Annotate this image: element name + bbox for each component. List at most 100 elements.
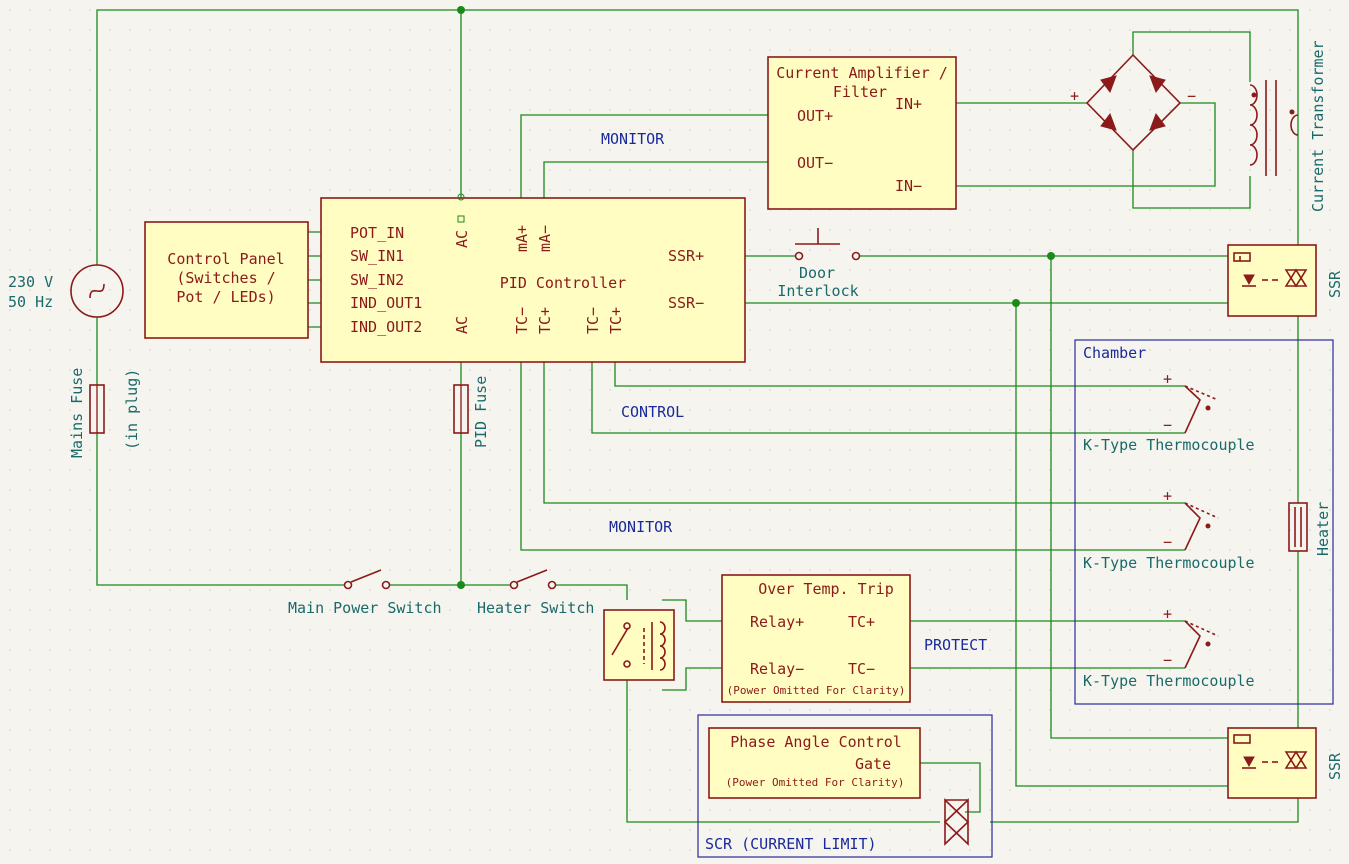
net-label-monitor-1: MONITOR [601, 130, 665, 148]
thermocouple-3[interactable]: + − K-Type Thermocouple [1083, 605, 1255, 690]
diode-icon [1100, 75, 1117, 94]
ssr-top[interactable]: SSR [1227, 244, 1344, 317]
dot-icon [1251, 92, 1257, 98]
ac-source[interactable]: 230 V 50 Hz [8, 264, 124, 318]
pid-pin-ac-top: AC [453, 230, 471, 248]
heater-label: Heater [1314, 502, 1332, 556]
coil-icon [1290, 114, 1299, 136]
mains-fuse-note: (in plug) [123, 369, 141, 450]
control-panel-subtitle-1: (Switches / [176, 269, 275, 287]
led-icon [1243, 274, 1255, 286]
wires [96, 9, 1299, 823]
pid-pin-ssr-minus: SSR− [668, 294, 704, 312]
pid-pin-ac-bottom: AC [453, 316, 471, 334]
phase-angle-note: (Power Omitted For Clarity) [726, 776, 905, 789]
mains-fuse[interactable]: Mains Fuse (in plug) [68, 368, 141, 458]
sine-wave-icon [89, 283, 105, 299]
amplifier-title-2: Filter [833, 83, 887, 101]
amplifier-out-minus: OUT− [797, 154, 833, 172]
over-temp-relay-minus: Relay− [750, 660, 804, 678]
chamber[interactable]: Chamber + − K-Type Thermocouple + − K-Ty… [1074, 339, 1334, 705]
pid-pin-ind-out1: IND_OUT1 [350, 294, 422, 312]
diode-icon [1149, 112, 1166, 131]
junction-dot [457, 581, 465, 589]
ssr-label-bottom: SSR [1326, 752, 1344, 780]
heater-switch[interactable]: Heater Switch [477, 569, 594, 617]
current-transformer[interactable]: Current Transformer [1249, 40, 1327, 212]
bridge-minus: − [1187, 87, 1196, 105]
heater[interactable]: Heater [1288, 502, 1332, 556]
pid-pin-ind-out2: IND_OUT2 [350, 318, 422, 336]
pid-controller[interactable]: PID Controller POT_IN SW_IN1 SW_IN2 IND_… [320, 193, 746, 363]
over-temp-note: (Power Omitted For Clarity) [727, 684, 906, 697]
net-label-monitor-2: MONITOR [609, 518, 673, 536]
over-temp-trip[interactable]: Over Temp. Trip Relay+ Relay− TC+ TC− (P… [721, 574, 911, 703]
door-interlock[interactable]: Door Interlock [777, 228, 861, 300]
over-temp-title: Over Temp. Trip [758, 580, 893, 598]
pid-pin-ma-minus: mA− [536, 225, 554, 252]
junction-dot [457, 6, 465, 14]
current-amplifier[interactable]: Current Amplifier / Filter OUT+ OUT− IN+… [767, 56, 957, 210]
ssr-label-top: SSR [1326, 270, 1344, 298]
pid-pin-pot-in: POT_IN [350, 224, 404, 242]
pid-pin-tc-minus-1: TC− [513, 307, 531, 334]
amplifier-title-1: Current Amplifier / [776, 64, 948, 82]
tc1-label: K-Type Thermocouple [1083, 436, 1255, 454]
source-voltage: 230 V [8, 273, 53, 291]
over-temp-tc-minus: TC− [848, 660, 875, 678]
main-power-switch-label: Main Power Switch [288, 599, 442, 617]
door-label-2: Interlock [777, 282, 858, 300]
thermocouple-1[interactable]: + − K-Type Thermocouple [1083, 370, 1255, 454]
heater-switch-label: Heater Switch [477, 599, 594, 617]
amplifier-in-minus: IN− [895, 177, 922, 195]
control-panel-title: Control Panel [167, 250, 284, 268]
tc3-label: K-Type Thermocouple [1083, 672, 1255, 690]
pid-pin-sw-in1: SW_IN1 [350, 247, 404, 265]
tc2-plus: + [1163, 487, 1172, 505]
pin-marker [457, 193, 465, 201]
pid-title: PID Controller [500, 274, 626, 292]
net-label-control: CONTROL [621, 403, 684, 421]
door-label-1: Door [799, 264, 835, 282]
pid-fuse[interactable]: PID Fuse [453, 376, 490, 448]
thermocouple-2[interactable]: + − K-Type Thermocouple [1083, 487, 1255, 572]
junctions [457, 6, 1055, 589]
diode-icon [1100, 112, 1117, 131]
net-label-protect: PROTECT [924, 636, 987, 654]
dot-icon [1289, 109, 1295, 115]
amplifier-out-plus: OUT+ [797, 107, 833, 125]
mains-fuse-label: Mains Fuse [68, 368, 86, 458]
amplifier-in-plus: IN+ [895, 95, 922, 113]
pid-fuse-label: PID Fuse [472, 376, 490, 448]
phase-angle-control[interactable]: Phase Angle Control Gate (Power Omitted … [708, 727, 921, 799]
main-power-switch[interactable]: Main Power Switch [288, 569, 442, 617]
scr-symbol[interactable] [943, 798, 970, 846]
pid-pin-ssr-plus: SSR+ [668, 247, 704, 265]
chamber-label: Chamber [1083, 344, 1146, 362]
ssr-bottom[interactable]: SSR [1227, 727, 1344, 799]
tc1-minus: − [1163, 416, 1172, 434]
phase-angle-gate: Gate [855, 755, 891, 773]
pid-pin-sw-in2: SW_IN2 [350, 271, 404, 289]
pid-pin-tc-plus-1: TC+ [536, 307, 554, 334]
over-temp-relay-plus: Relay+ [750, 613, 804, 631]
control-panel[interactable]: Control Panel (Switches / Pot / LEDs) [144, 221, 309, 339]
pid-pin-tc-minus-2: TC− [584, 307, 602, 334]
over-temp-tc-plus: TC+ [848, 613, 875, 631]
led-icon [1243, 756, 1255, 768]
tc3-minus: − [1163, 651, 1172, 669]
junction-dot [1047, 252, 1055, 260]
pid-pin-tc-plus-2: TC+ [607, 307, 625, 334]
ssr-led-box [1233, 252, 1251, 262]
source-frequency: 50 Hz [8, 293, 53, 311]
control-panel-subtitle-2: Pot / LEDs) [176, 288, 275, 306]
tc3-plus: + [1163, 605, 1172, 623]
bridge-rectifier[interactable]: + − [1070, 53, 1196, 152]
ct-label: Current Transformer [1309, 40, 1327, 212]
scr-group[interactable]: SCR (CURRENT LIMIT) Phase Angle Control … [697, 714, 993, 858]
relay[interactable] [603, 609, 675, 681]
coil-icon [1249, 84, 1258, 166]
diode-icon [1149, 75, 1166, 94]
